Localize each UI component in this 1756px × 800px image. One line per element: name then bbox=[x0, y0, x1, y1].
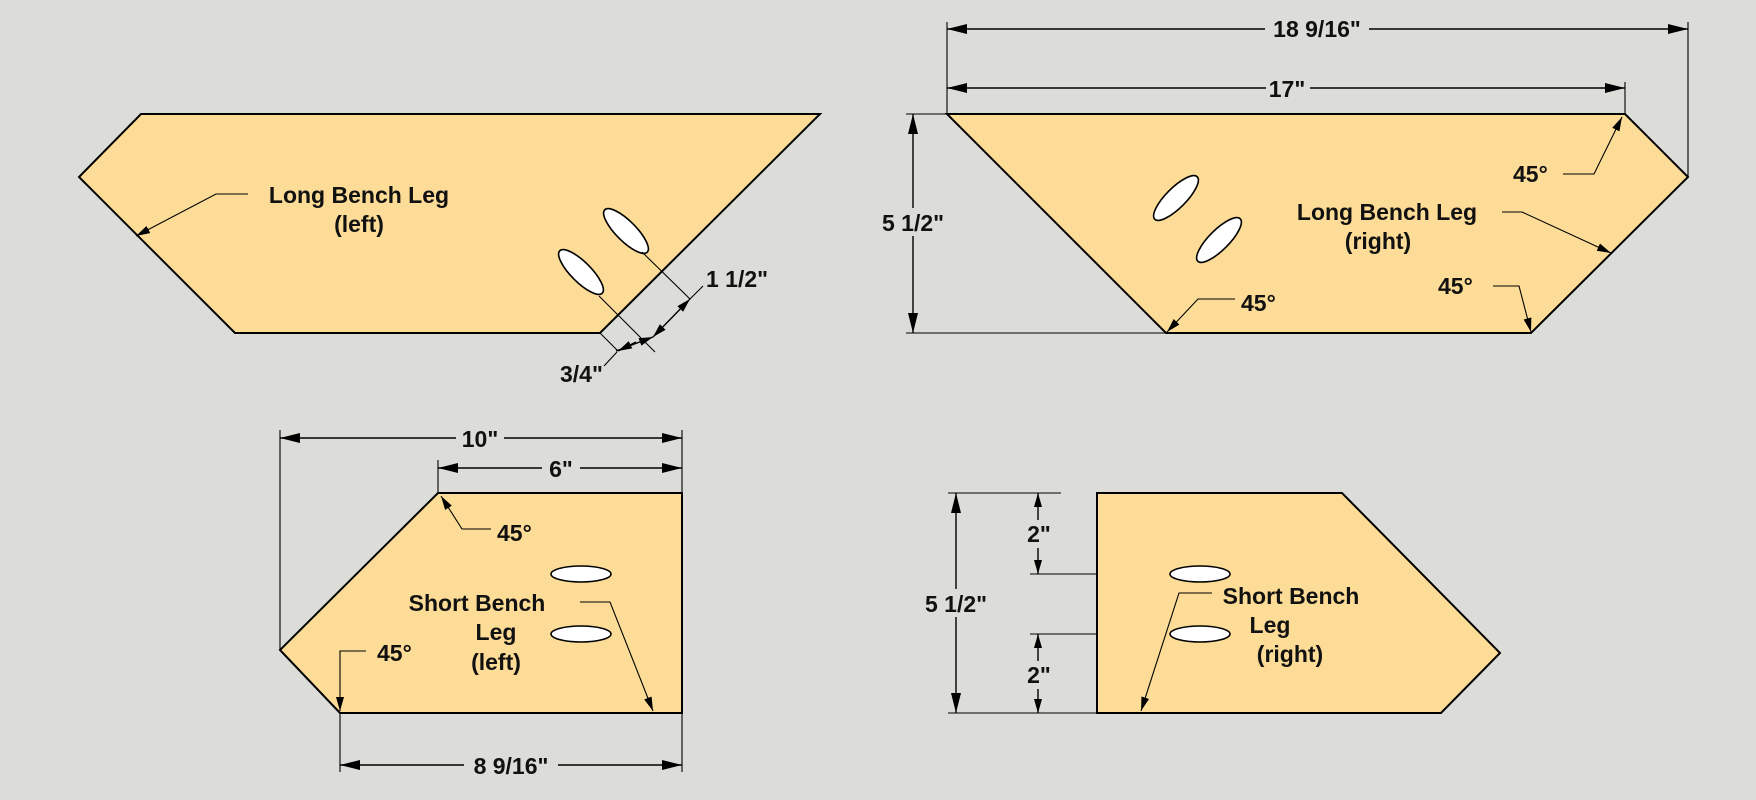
label-backdrop bbox=[1022, 661, 1056, 689]
top-hole-label: 2" bbox=[1027, 521, 1051, 547]
hole-offset-leader bbox=[689, 285, 704, 300]
pocket-hole bbox=[550, 565, 612, 583]
label-backdrop bbox=[542, 454, 580, 482]
long-left-label-line1: Long Bench Leg bbox=[269, 182, 449, 208]
short-left-label-line1: Short Bench bbox=[409, 590, 546, 616]
hole-inset-leader bbox=[603, 351, 618, 367]
edge-extension-line bbox=[599, 332, 619, 352]
bottom-left-angle-leader bbox=[1166, 298, 1235, 333]
long-bench-leg-right: 18 9/16" 17" 5 1/2" 45° 45° 45° Long Ben… bbox=[876, 14, 1690, 334]
label-backdrop bbox=[464, 751, 558, 779]
top-angle-leader bbox=[440, 495, 491, 530]
label-backdrop bbox=[1266, 74, 1310, 102]
bottom-hole-label: 2" bbox=[1027, 662, 1051, 688]
top-angle-label: 45° bbox=[1513, 161, 1548, 187]
long-left-label-line2: (left) bbox=[334, 211, 384, 237]
hole-extension-line bbox=[641, 251, 691, 300]
short-right-label-line3: (right) bbox=[1257, 641, 1323, 667]
short-bench-leg-left: 10" 6" 8 9/16" 45° 45° Short Bench Leg (… bbox=[278, 424, 683, 779]
pocket-hole bbox=[1169, 625, 1231, 643]
height-label: 5 1/2" bbox=[882, 210, 944, 236]
pocket-hole bbox=[602, 207, 650, 255]
top-length-label: 17" bbox=[1269, 76, 1306, 102]
long-right-label-line2: (right) bbox=[1345, 228, 1411, 254]
pocket-hole bbox=[1195, 216, 1243, 264]
label-backdrop bbox=[456, 424, 504, 452]
short-right-label-line1: Short Bench bbox=[1223, 583, 1360, 609]
top-angle-label: 45° bbox=[497, 520, 532, 546]
bottom-right-angle-label: 45° bbox=[1438, 273, 1473, 299]
long-bench-leg-left: Long Bench Leg (left) 1 1/2" 3/4" bbox=[77, 113, 823, 387]
short-right-label-line2: Leg bbox=[1250, 612, 1291, 638]
bottom-angle-label: 45° bbox=[377, 640, 412, 666]
label-backdrop bbox=[1265, 14, 1369, 42]
bottom-right-angle-leader bbox=[1493, 285, 1532, 333]
long-right-label-leader bbox=[1502, 211, 1612, 254]
short-left-label-line3: (left) bbox=[471, 649, 521, 675]
top-angle-leader bbox=[1563, 116, 1623, 175]
bottom-left-angle-label: 45° bbox=[1241, 290, 1276, 316]
long-right-label-line1: Long Bench Leg bbox=[1297, 199, 1477, 225]
short-left-label-line2: Leg bbox=[476, 619, 517, 645]
top-length-label: 6" bbox=[549, 456, 573, 482]
short-right-label-leader bbox=[1140, 592, 1212, 712]
pocket-hole bbox=[550, 625, 612, 643]
short-right-board bbox=[1096, 492, 1502, 714]
hole-offset-dimension-line bbox=[652, 298, 691, 338]
short-bench-leg-right: 5 1/2" 2" 2" Short Bench Leg (right) bbox=[918, 492, 1502, 714]
pocket-hole bbox=[557, 248, 605, 296]
long-left-board bbox=[77, 113, 823, 334]
long-right-board bbox=[944, 113, 1690, 334]
pocket-hole bbox=[1152, 174, 1200, 222]
bottom-angle-leader bbox=[336, 650, 366, 711]
short-left-board bbox=[278, 492, 683, 714]
height-label: 5 1/2" bbox=[925, 591, 987, 617]
hole-inset-dimension-line bbox=[617, 341, 637, 352]
long-left-label-leader bbox=[135, 193, 248, 237]
pocket-hole bbox=[1169, 565, 1231, 583]
overall-length-label: 10" bbox=[462, 426, 499, 452]
bottom-length-label: 8 9/16" bbox=[474, 753, 549, 779]
hole-offset-label: 1 1/2" bbox=[706, 266, 768, 292]
label-backdrop bbox=[918, 589, 994, 617]
short-left-label-leader bbox=[580, 601, 654, 712]
overall-length-label: 18 9/16" bbox=[1273, 16, 1361, 42]
label-backdrop bbox=[1022, 520, 1056, 548]
label-backdrop bbox=[876, 208, 950, 236]
hole-inset-label: 3/4" bbox=[560, 361, 603, 387]
